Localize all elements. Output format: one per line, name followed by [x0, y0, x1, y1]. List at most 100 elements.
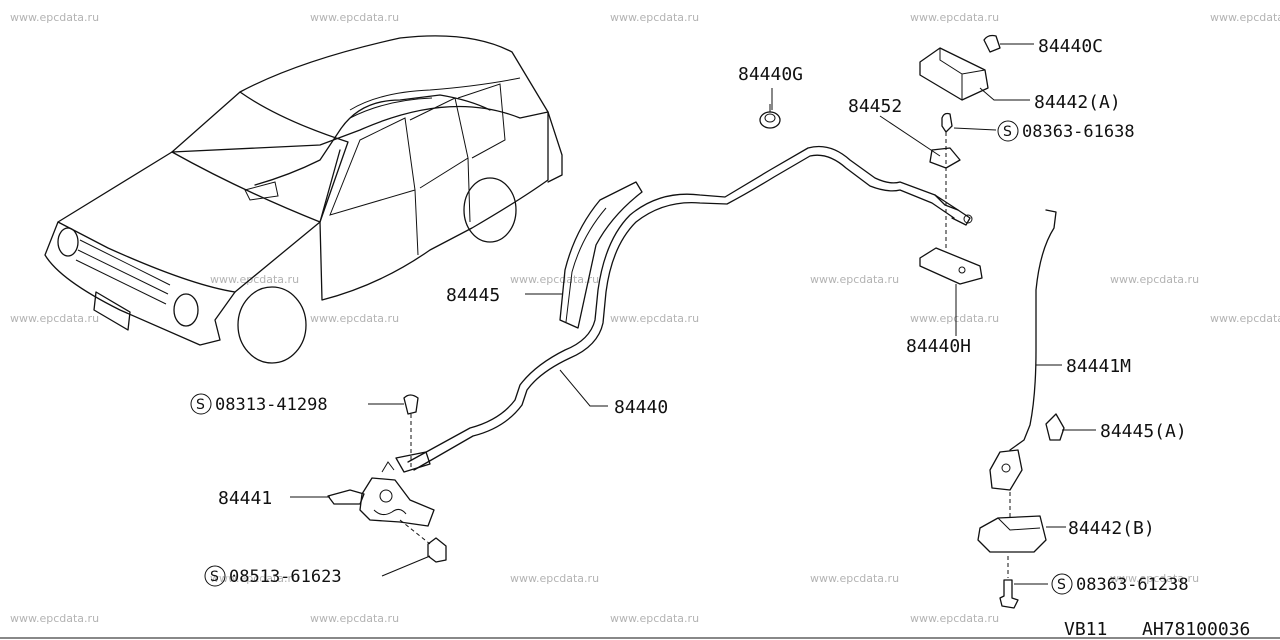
- trim-84445-inner: [565, 207, 607, 323]
- watermark: www.epcdata.ru: [210, 572, 299, 585]
- watermark: www.epcdata.ru: [10, 312, 99, 325]
- car-headlight-left: [57, 227, 79, 257]
- screw-top: [941, 112, 953, 133]
- watermark: www.epcdata.ru: [10, 11, 99, 24]
- screw-symbol: S: [210, 569, 219, 585]
- watermark: www.epcdata.ru: [310, 11, 399, 24]
- screw-symbol-circle: [190, 393, 212, 415]
- watermark: www.epcdata.ru: [210, 273, 299, 286]
- car-cable-routing: [254, 94, 491, 186]
- car-license-plate: [93, 291, 131, 331]
- watermark-layer: www.epcdata.ru www.epcdata.ru www.epcdat…: [10, 11, 1280, 625]
- clip-84445a-shape: [1045, 413, 1065, 441]
- screw-08313-41298: [403, 394, 419, 415]
- watermark: www.epcdata.ru: [910, 312, 999, 325]
- bracket-84452: [929, 112, 961, 248]
- screw-symbol-circle: [997, 120, 1019, 142]
- watermark: www.epcdata.ru: [510, 572, 599, 585]
- plate-84440h-shape: [919, 247, 983, 285]
- label-84442b: 84442(B): [1068, 518, 1155, 539]
- lock-84441-bracket: [395, 451, 431, 473]
- lock-84441-spring: [373, 508, 407, 516]
- bracket-84452-shape: [929, 147, 961, 169]
- rod-84441m: [989, 209, 1057, 491]
- screw-bottom-right: [999, 579, 1019, 609]
- leader-08363-61638: [953, 127, 997, 131]
- car-front: [44, 221, 236, 346]
- car-body-side: [319, 111, 549, 301]
- label-08363-61238: 08363-61238: [1076, 575, 1189, 595]
- lock-84441-pivot: [379, 489, 393, 503]
- cover-84442b-edge: [997, 517, 1041, 531]
- car-hood: [57, 149, 341, 293]
- watermark: www.epcdata.ru: [810, 273, 899, 286]
- lock-lever-84441m: [989, 449, 1023, 491]
- watermark: www.epcdata.ru: [10, 612, 99, 625]
- car-rear: [547, 111, 563, 183]
- cover-84442b: [977, 492, 1047, 609]
- watermark: www.epcdata.ru: [310, 312, 399, 325]
- label-84442a: 84442(A): [1034, 92, 1121, 113]
- screw-symbol: S: [1003, 124, 1012, 140]
- watermark: www.epcdata.ru: [510, 273, 599, 286]
- car-illustration: [44, 35, 563, 364]
- cover-84442a-edge: [939, 48, 986, 100]
- screw-symbol-circle: [204, 565, 226, 587]
- watermark: www.epcdata.ru: [910, 612, 999, 625]
- cable-end-fitting: [934, 194, 971, 226]
- watermark: www.epcdata.ru: [810, 572, 899, 585]
- cable-84440: [407, 145, 959, 463]
- cover-84442a-body: [919, 47, 989, 101]
- car-side-windows: [329, 83, 506, 216]
- part-labels: 84440C 84440G 84442(A) 84452 S 08363-616…: [190, 36, 1189, 595]
- lock-84441-lever: [327, 489, 365, 505]
- plate-84440h: [919, 247, 983, 285]
- watermark: www.epcdata.ru: [1110, 273, 1199, 286]
- car-roof: [171, 35, 549, 153]
- car-headlight-right: [173, 293, 199, 327]
- watermark: www.epcdata.ru: [310, 612, 399, 625]
- leader-84440: [559, 369, 608, 407]
- watermark: www.epcdata.ru: [1210, 312, 1280, 325]
- clip-84445a: [1045, 413, 1065, 441]
- watermark: www.epcdata.ru: [610, 312, 699, 325]
- label-84440c: 84440C: [1038, 36, 1103, 57]
- screw-symbol-circle: [1051, 573, 1073, 595]
- car-roof-rack: [349, 77, 521, 119]
- clip-84440c: [983, 34, 1001, 53]
- watermark: www.epcdata.ru: [1110, 572, 1199, 585]
- label-84441m: 84441M: [1066, 356, 1131, 377]
- label-84445: 84445: [446, 285, 500, 306]
- leader-84452: [879, 115, 941, 157]
- car-front-wheel: [237, 286, 307, 364]
- leader-lines: [290, 43, 1096, 585]
- car-lock-mechanism: [244, 181, 279, 201]
- watermark: www.epcdata.ru: [610, 612, 699, 625]
- screw-symbol: S: [196, 397, 205, 413]
- cover-84442a: [919, 34, 1001, 101]
- label-84440: 84440: [614, 397, 668, 418]
- leader-84442a: [979, 87, 1030, 101]
- lock-lever-hole: [1001, 463, 1011, 473]
- label-08313-41298: 08313-41298: [215, 395, 328, 415]
- screw-symbol: S: [1057, 577, 1066, 593]
- cable-assembly: [407, 145, 973, 471]
- label-84440h: 84440H: [906, 336, 971, 357]
- rod-84441m-shape: [1009, 209, 1057, 451]
- screw-08513-61623: [427, 537, 447, 563]
- label-08363-61638: 08363-61638: [1022, 122, 1135, 142]
- cable-end-ball: [963, 214, 973, 224]
- cover-84442b-body: [977, 515, 1047, 553]
- watermark: www.epcdata.ru: [610, 11, 699, 24]
- lock-84441-body: [359, 477, 435, 527]
- label-84440g: 84440G: [738, 64, 803, 85]
- car-grille: [75, 239, 171, 305]
- watermark: www.epcdata.ru: [1210, 11, 1280, 24]
- label-84445a: 84445(A): [1100, 421, 1187, 442]
- footer-diagram-code: AH78100036: [1142, 619, 1250, 640]
- plate-84440h-hole: [958, 266, 966, 274]
- trim-84445: [559, 181, 643, 329]
- watermark: www.epcdata.ru: [910, 11, 999, 24]
- label-84441: 84441: [218, 488, 272, 509]
